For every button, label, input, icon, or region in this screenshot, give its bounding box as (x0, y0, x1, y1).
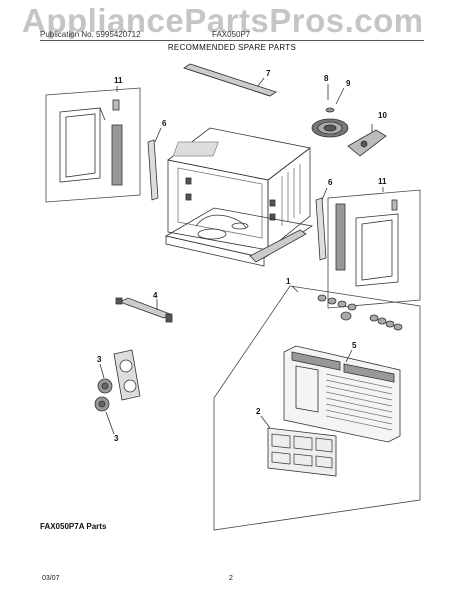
callout-10: 10 (378, 111, 387, 120)
callout-6-left: 6 (162, 119, 167, 128)
publication-number: Publication No. 5995420712 (40, 30, 141, 39)
header-rule (40, 40, 424, 41)
part-3-knobs (94, 378, 113, 412)
callout-8: 8 (324, 74, 329, 83)
callout-4: 4 (153, 291, 158, 300)
part-10-bracket (347, 124, 387, 157)
part-4-harness (115, 297, 173, 323)
callout-11-right: 11 (378, 177, 387, 186)
part-1-front-panel-box (213, 285, 421, 531)
part-11-left-curtain (45, 87, 141, 203)
part-7-top-rail (183, 63, 277, 97)
part-11-right-curtain (327, 189, 421, 309)
part-8-9-coil (311, 118, 349, 138)
footer-date: 03/07 (42, 575, 60, 582)
part-2-air-filter (267, 427, 337, 477)
cabinet-housing (164, 127, 314, 267)
callout-1: 1 (286, 277, 291, 286)
callout-2: 2 (256, 407, 261, 416)
callout-9: 9 (346, 79, 351, 88)
part-6-right-strip (315, 197, 327, 261)
parts-list-label: FAX050P7A Parts (40, 522, 107, 531)
control-buttons-row (317, 294, 403, 331)
callout-7: 7 (266, 69, 271, 78)
callout-6-right: 6 (328, 178, 333, 187)
part-6-left-strip (147, 139, 159, 201)
part-5-front-grille (283, 345, 401, 443)
page-title: RECOMMENDED SPARE PARTS (167, 43, 297, 52)
model-number: FAX050P7 (212, 30, 251, 39)
control-panel (113, 349, 141, 401)
callout-5: 5 (352, 341, 357, 350)
callout-11-left: 11 (114, 76, 123, 85)
callout-3-top: 3 (97, 355, 102, 364)
callout-3-bottom: 3 (114, 434, 119, 443)
watermark-logo: AppliancePartsPros.com (22, 2, 424, 39)
footer-page-number: 2 (229, 575, 233, 582)
